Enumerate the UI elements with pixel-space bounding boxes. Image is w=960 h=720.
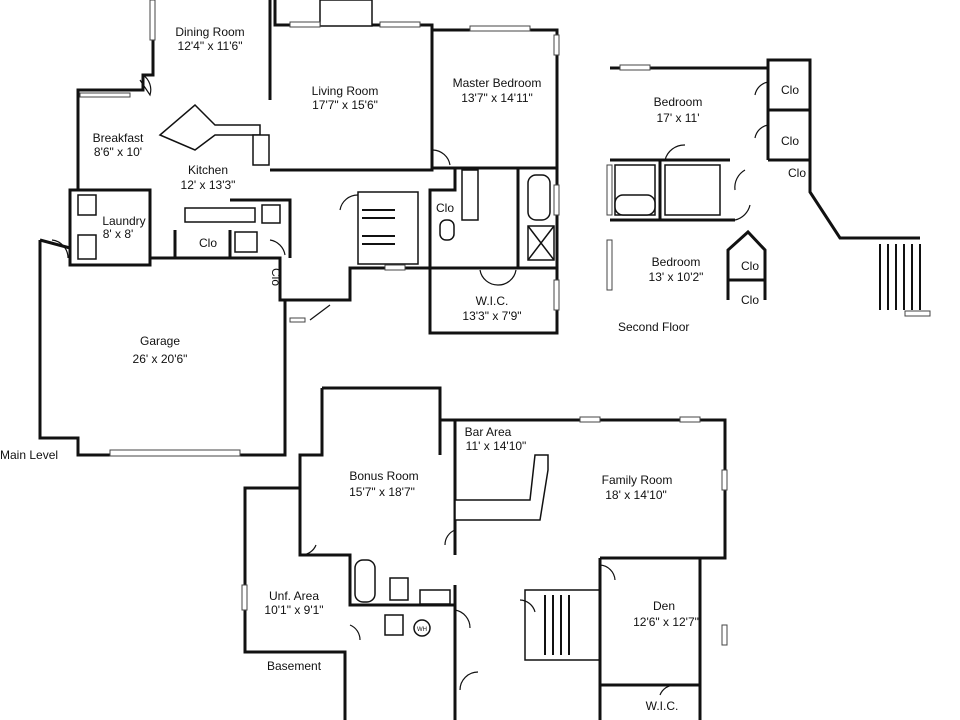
master-bedroom-size: 13'7" x 14'11" xyxy=(461,91,533,105)
family-room-size: 18' x 14'10" xyxy=(605,488,667,502)
family-room-name: Family Room xyxy=(602,473,673,487)
closet-label: Clo xyxy=(269,268,283,286)
unf-area-name: Unf. Area xyxy=(269,589,319,603)
closet-label: Clo xyxy=(436,201,454,215)
breakfast-name: Breakfast xyxy=(93,131,144,145)
wic-main-name: W.I.C. xyxy=(476,294,509,308)
den-name: Den xyxy=(653,599,675,613)
bedroom2-name: Bedroom xyxy=(652,255,701,269)
second-floor-plan xyxy=(606,58,931,317)
wic-main-size: 13'3" x 7'9" xyxy=(462,309,521,323)
wic-basement-name: W.I.C. xyxy=(646,699,679,713)
main-level-plan xyxy=(38,0,560,457)
closet-label: Clo xyxy=(788,166,806,180)
closet-label: Clo xyxy=(741,259,759,273)
basement-stair-treads xyxy=(544,595,570,655)
basement-label: Basement xyxy=(267,659,322,673)
main-stair-treads xyxy=(362,209,395,245)
room-labels: Dining Room 12'4" x 11'6" Living Room 17… xyxy=(0,25,806,713)
closet-label: Clo xyxy=(781,83,799,97)
main-level-label: Main Level xyxy=(0,448,58,462)
laundry-size: 8' x 8' xyxy=(103,227,134,241)
closet-label: Clo xyxy=(741,293,759,307)
bedroom1-name: Bedroom xyxy=(654,95,703,109)
bonus-room-size: 15'7" x 18'7" xyxy=(349,485,415,499)
dining-room-size: 12'4" x 11'6" xyxy=(178,39,243,53)
kitchen-name: Kitchen xyxy=(188,163,228,177)
bonus-room-name: Bonus Room xyxy=(349,469,418,483)
closet-label: Clo xyxy=(781,134,799,148)
living-room-size: 17'7" x 15'6" xyxy=(312,98,378,112)
bedroom2-size: 13' x 10'2" xyxy=(649,270,704,284)
basement-plan xyxy=(241,386,728,720)
master-bedroom-name: Master Bedroom xyxy=(453,76,542,90)
laundry-name: Laundry xyxy=(102,214,145,228)
garage-size: 26' x 20'6" xyxy=(133,352,188,366)
second-floor-label: Second Floor xyxy=(618,320,689,334)
water-heater-label: WH xyxy=(417,627,427,633)
unf-area-size: 10'1" x 9'1" xyxy=(264,603,323,617)
bar-area-name: Bar Area xyxy=(465,425,512,439)
den-size: 12'6" x 12'7" xyxy=(633,615,699,629)
bar-area-size: 11' x 14'10" xyxy=(466,439,527,453)
closet-label: Clo xyxy=(199,236,217,250)
dining-room-name: Dining Room xyxy=(175,25,244,39)
kitchen-size: 12' x 13'3" xyxy=(181,178,236,192)
bedroom1-size: 17' x 11' xyxy=(656,111,699,125)
second-floor-stair-treads xyxy=(879,244,921,310)
garage-name: Garage xyxy=(140,334,180,348)
breakfast-size: 8'6" x 10' xyxy=(94,145,142,159)
living-room-name: Living Room xyxy=(312,84,379,98)
